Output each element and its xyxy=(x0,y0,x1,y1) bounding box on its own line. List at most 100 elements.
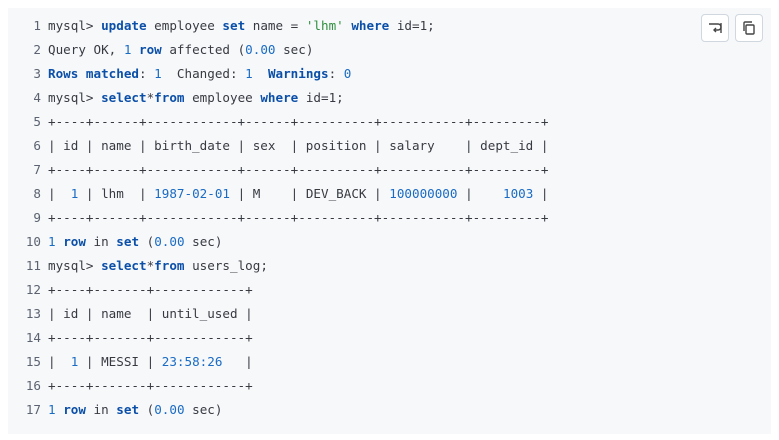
text-token: +----+-------+------------+ xyxy=(48,282,253,297)
number-token: 0.00 xyxy=(154,402,185,417)
code-line: 15| 1 | MESSI | 23:58:26 | xyxy=(8,350,771,374)
code-text: +----+------+------------+------+-------… xyxy=(48,158,548,182)
text-token: users_log; xyxy=(184,258,268,273)
number-token: 1 xyxy=(48,402,56,417)
text-token: | MESSI | xyxy=(78,354,162,369)
text-token: Changed: xyxy=(161,66,246,81)
text-token xyxy=(253,66,268,81)
code-line: 14+----+-------+------------+ xyxy=(8,326,771,350)
code-text: Rows matched: 1 Changed: 1 Warnings: 0 xyxy=(48,62,351,86)
keyword-token: set xyxy=(116,402,140,417)
text-token: employee xyxy=(184,90,261,105)
code-text: mysql> update employee set name = 'lhm' … xyxy=(48,14,435,38)
keyword-token: from xyxy=(154,258,185,273)
text-token: mysql> xyxy=(48,90,102,105)
keyword-token: where xyxy=(260,90,299,105)
line-number: 11 xyxy=(25,258,41,273)
keyword-token: update xyxy=(101,18,147,33)
number-token: 1 xyxy=(48,234,56,249)
code-line: 6 | id | name | birth_date | sex | positi… xyxy=(8,134,771,158)
keyword-token: Rows matched xyxy=(48,66,139,81)
code-line: 17 1 row in set (0.00 sec) xyxy=(8,398,771,422)
text-token: | xyxy=(222,354,253,369)
line-number: 8 xyxy=(33,186,41,201)
text-token: sec) xyxy=(275,42,314,57)
code-text: +----+-------+------------+ xyxy=(48,374,253,398)
number-token: 0.00 xyxy=(245,42,276,57)
keyword-token: Warnings xyxy=(267,66,329,81)
text-token: | id | name | until_used | xyxy=(48,306,253,321)
code-text: | id | name | until_used | xyxy=(48,302,253,326)
code-line: 12 +----+-------+------------+ xyxy=(8,278,771,302)
number-token: 0.00 xyxy=(154,234,185,249)
line-number: 3 xyxy=(33,66,41,81)
text-token: | xyxy=(533,186,549,201)
line-number: 9 xyxy=(33,210,41,225)
code-text: Query OK, 1 row affected (0.00 sec) xyxy=(48,38,313,62)
code-text: +----+------+------------+------+-------… xyxy=(48,206,548,230)
keyword-token: set xyxy=(222,18,246,33)
word-wrap-button[interactable] xyxy=(701,14,729,42)
word-wrap-icon xyxy=(709,23,722,33)
text-token: +----+------+------------+------+-------… xyxy=(48,210,549,225)
keyword-token: set xyxy=(116,234,140,249)
code-line: 2 Query OK, 1 row affected (0.00 sec) xyxy=(8,38,771,62)
line-number-gutter xyxy=(8,8,48,434)
code-line: 8 | 1 | lhm | 1987-02-01 | M | DEV_BACK |… xyxy=(8,182,771,206)
text-token: in xyxy=(85,234,117,249)
text-token: * xyxy=(146,90,155,105)
code-text: | 1 | lhm | 1987-02-01 | M | DEV_BACK | … xyxy=(48,182,549,206)
line-number: 4 xyxy=(33,90,41,105)
keyword-token: row xyxy=(63,234,86,249)
number-token: 1 xyxy=(70,354,79,369)
code-text: mysql> select*from users_log; xyxy=(48,254,268,278)
text-token: affected ( xyxy=(161,42,246,57)
line-number: 14 xyxy=(25,330,41,345)
code-block: 1 mysql> update employee set name = 'lhm'… xyxy=(8,8,771,434)
line-number: 1 xyxy=(33,18,41,33)
text-token: * xyxy=(146,258,155,273)
keyword-token: row xyxy=(139,42,162,57)
code-text: | id | name | birth_date | sex | positio… xyxy=(48,134,548,158)
text-token: | M | DEV_BACK | xyxy=(230,186,390,201)
text-token: | id | name | birth_date | sex | positio… xyxy=(48,138,549,153)
line-number: 7 xyxy=(33,162,41,177)
keyword-token: select xyxy=(101,258,147,273)
code-lines: 1 mysql> update employee set name = 'lhm'… xyxy=(8,14,771,422)
text-token: sec) xyxy=(184,402,223,417)
code-toolbar xyxy=(701,14,763,42)
line-number: 2 xyxy=(33,42,41,57)
line-number: 17 xyxy=(25,402,41,417)
text-token: | xyxy=(457,186,503,201)
text-token: id=1; xyxy=(298,90,344,105)
text-token: +----+-------+------------+ xyxy=(48,378,253,393)
line-number: 6 xyxy=(33,138,41,153)
code-line: 13| id | name | until_used | xyxy=(8,302,771,326)
code-line: 5 +----+------+------------+------+------… xyxy=(8,110,771,134)
line-number: 15 xyxy=(25,354,41,369)
text-token: Query OK, xyxy=(48,42,124,57)
text-token: employee xyxy=(146,18,223,33)
number-token: 1 xyxy=(245,66,253,81)
keyword-token: from xyxy=(154,90,185,105)
code-text: 1 row in set (0.00 sec) xyxy=(48,230,222,254)
line-number: 5 xyxy=(33,114,41,129)
number-token: 100000000 xyxy=(389,186,458,201)
code-text: +----+------+------------+------+-------… xyxy=(48,110,548,134)
code-line: 4 mysql> select*from employee where id=1; xyxy=(8,86,771,110)
code-text: +----+-------+------------+ xyxy=(48,278,253,302)
text-token: | xyxy=(48,354,71,369)
text-token: id=1; xyxy=(389,18,435,33)
number-token: 1 xyxy=(123,42,132,57)
text-token: sec) xyxy=(184,234,223,249)
text-token xyxy=(131,42,139,57)
keyword-token: select xyxy=(101,90,147,105)
code-text: 1 row in set (0.00 sec) xyxy=(48,398,222,422)
copy-button[interactable] xyxy=(735,14,763,42)
code-line: 9 +----+------+------------+------+------… xyxy=(8,206,771,230)
code-line: 16+----+-------+------------+ xyxy=(8,374,771,398)
line-number: 12 xyxy=(25,282,41,297)
text-token: : xyxy=(139,66,155,81)
keyword-token: where xyxy=(351,18,390,33)
